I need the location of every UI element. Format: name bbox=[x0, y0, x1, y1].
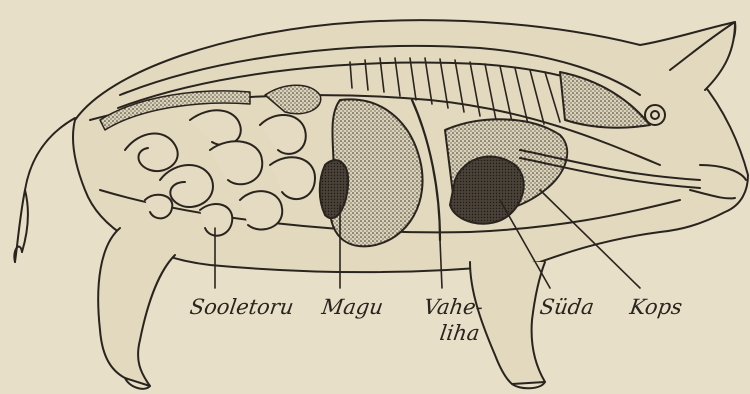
label-diaphragm-line1: Vahe- bbox=[422, 296, 484, 318]
label-heart: Süda bbox=[538, 296, 595, 318]
tail bbox=[15, 118, 75, 262]
front-leg bbox=[470, 262, 545, 384]
label-stomach: Magu bbox=[320, 296, 384, 318]
label-diaphragm-line2: liha bbox=[438, 322, 481, 344]
label-small-intestine: Sooletoru bbox=[188, 296, 295, 318]
hind-leg bbox=[98, 228, 175, 386]
label-lung: Kops bbox=[628, 296, 683, 318]
